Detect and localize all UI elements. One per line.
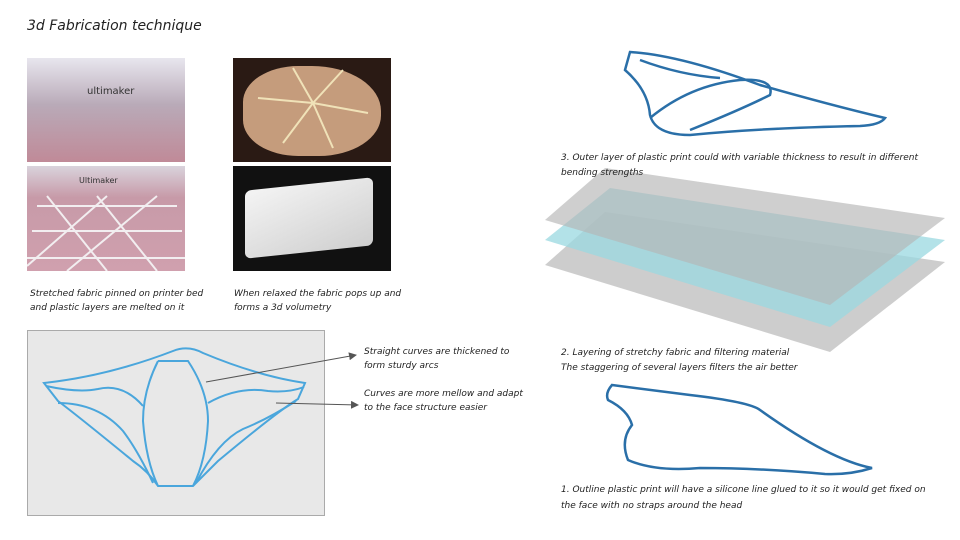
printer-brand-label: ultimaker [87,86,135,97]
caption-relaxed-1: When relaxed the fabric pops up and [234,289,402,299]
relaxed-fabric-photo [233,58,391,162]
printed-grid-pattern [27,195,185,271]
annotation-mellow-1: Curves are more mellow and adapt [364,389,523,399]
star-ribs [257,67,369,149]
outline-shape [605,383,873,476]
step3-text-2: bending strengths [561,168,644,178]
outer-layer-shape [623,50,888,137]
step1-text-2: the face with no straps around the head [561,501,743,511]
layer-top [545,168,945,305]
mask-pattern-drawing [42,347,307,487]
printer-photo-bottom: Ultimaker [27,166,185,271]
layer-filter [545,188,945,327]
mask-pattern-panel [27,330,325,516]
caption-relaxed-2: forms a 3d volumetry [234,303,332,313]
step2-text-2: The staggering of several layers filters… [561,363,798,373]
step3-text-1: 3. Outer layer of plastic print could wi… [561,153,919,163]
annotation-straight-1: Straight curves are thickened to [364,347,510,357]
volumetry-photo [233,166,391,271]
layer-bottom [545,212,945,352]
printer-brand-label-2: Ultimaker [79,176,118,185]
annotation-mellow-2: to the face structure easier [364,403,487,413]
annotation-straight-2: form sturdy arcs [364,361,439,371]
page-title: 3d Fabrication technique [27,18,202,34]
printer-photo-top: ultimaker [27,58,185,162]
step2-text-1: 2. Layering of stretchy fabric and filte… [561,348,790,358]
caption-printer-1: Stretched fabric pinned on printer bed [30,289,204,299]
step1-text-1: 1. Outline plastic print will have a sil… [561,485,926,495]
caption-printer-2: and plastic layers are melted on it [30,303,185,313]
